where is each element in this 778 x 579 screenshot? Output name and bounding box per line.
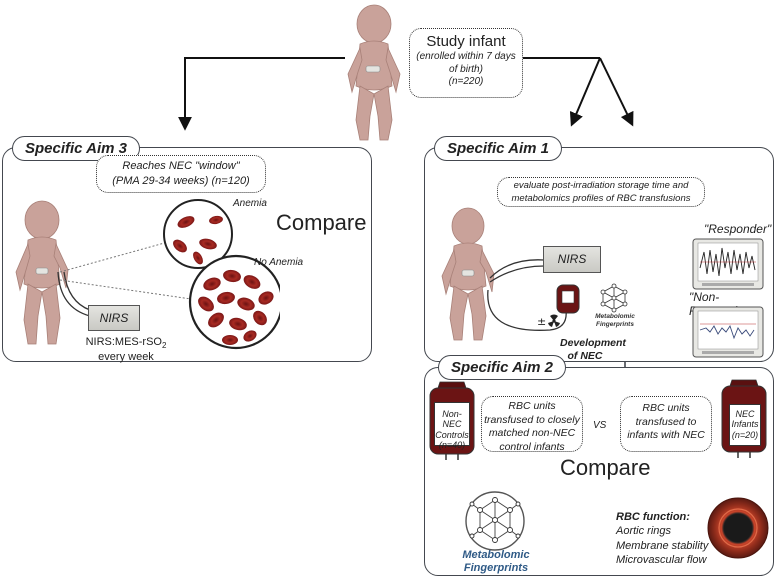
aim1-non-responder-monitor xyxy=(692,306,764,358)
aim2-control-text-box: RBC units transfused to closely matched … xyxy=(481,396,583,453)
aim2-control-text: RBC units transfused to closely matched … xyxy=(484,400,580,453)
aim2-fingerprints-label: Metabolomic Fingerprints xyxy=(462,549,530,575)
aim1-infant-figure xyxy=(441,207,495,341)
aim3-nirs-monitor: NIRS xyxy=(88,305,140,331)
aim2-molecule-network-icon xyxy=(465,491,525,551)
aim3-nirs-caption-text: NIRS:MES-rSO xyxy=(85,336,162,348)
aim2-rbc-function-item: Aortic rings xyxy=(616,525,672,538)
aim3-nirs-caption: NIRS:MES-rSO2 every week xyxy=(76,336,176,365)
aim1-nirs-monitor: NIRS xyxy=(543,246,601,273)
aim3-nirs-caption-line1: NIRS:MES-rSO2 xyxy=(76,336,176,351)
aim3-infant-figure xyxy=(15,200,69,345)
aim1-fingerprints-label: Metabolomic Fingerprints xyxy=(595,313,635,328)
aim3-nirs-cable xyxy=(57,271,91,317)
aim2-rbc-function-title: RBC function: xyxy=(616,511,690,523)
aim1-evaluate-box: evaluate post-irradiation storage time a… xyxy=(497,177,705,207)
aim1-responder-monitor xyxy=(692,238,764,290)
aim3-window-line2: (PMA 29-34 weeks) (n=120) xyxy=(112,174,250,187)
aim3-nirs-caption-sub: 2 xyxy=(161,341,167,351)
aim1-responder-label: "Responder" xyxy=(704,222,772,236)
svg-text:±: ± xyxy=(537,315,546,328)
aim1-blood-bag-icon xyxy=(556,284,580,314)
development-of-nec-label: Development of NEC xyxy=(560,337,626,363)
aim3-window-line1: Reaches NEC "window" xyxy=(122,160,240,172)
study-n: (n=220) xyxy=(448,76,484,87)
study-title: Study infant xyxy=(426,33,506,50)
aim3-anemia-label: Anemia xyxy=(233,198,267,209)
aim1-nirs-label: NIRS xyxy=(557,252,587,266)
aim2-rbc-function: RBC function: Aortic rings Membrane stab… xyxy=(616,510,708,567)
aim3-compare-label: Compare xyxy=(276,210,367,235)
aim3-no-anemia-label: No Anemia xyxy=(254,257,304,268)
study-infant-figure xyxy=(347,4,401,141)
aim2-nec-bag-label: NEC Infants (n=20) xyxy=(729,404,761,446)
arrow-to-aim3 xyxy=(178,57,345,131)
aim1-cables xyxy=(487,259,567,331)
aim3-window-box: Reaches NEC "window" (PMA 29-34 weeks) (… xyxy=(96,155,266,193)
aim2-nec-text-box: RBC units transfused to infants with NEC xyxy=(620,396,712,452)
radiation-icon: ± xyxy=(537,314,560,328)
arrow-to-aim1 xyxy=(522,57,634,127)
aim2-rbc-function-item: Membrane stability xyxy=(616,539,709,552)
aim2-aortic-ring-icon xyxy=(707,497,769,559)
aim1-tab: Specific Aim 1 xyxy=(434,136,562,161)
aim3-nirs-caption-line2: every week xyxy=(98,351,154,364)
aim2-tab: Specific Aim 2 xyxy=(438,355,566,380)
aim2-rbc-function-item: Microvascular flow xyxy=(616,553,707,566)
aim1-molecule-network-icon xyxy=(600,283,628,313)
aim2-nec-text: RBC units transfused to infants with NEC xyxy=(627,402,705,442)
aim3-nirs-label: NIRS xyxy=(99,311,129,325)
aim3-cells-illustration xyxy=(59,199,280,350)
aim2-controls-bag-label: Non-NEC Controls (n=40) xyxy=(434,402,470,450)
study-detail: (enrolled within 7 days of birth) xyxy=(416,51,516,75)
aim1-evaluate-text: evaluate post-irradiation storage time a… xyxy=(511,180,691,204)
study-infant-box: Study infant (enrolled within 7 days of … xyxy=(409,28,523,98)
aim2-compare-label: Compare xyxy=(560,455,651,480)
aim2-vs-label: VS xyxy=(593,420,607,431)
